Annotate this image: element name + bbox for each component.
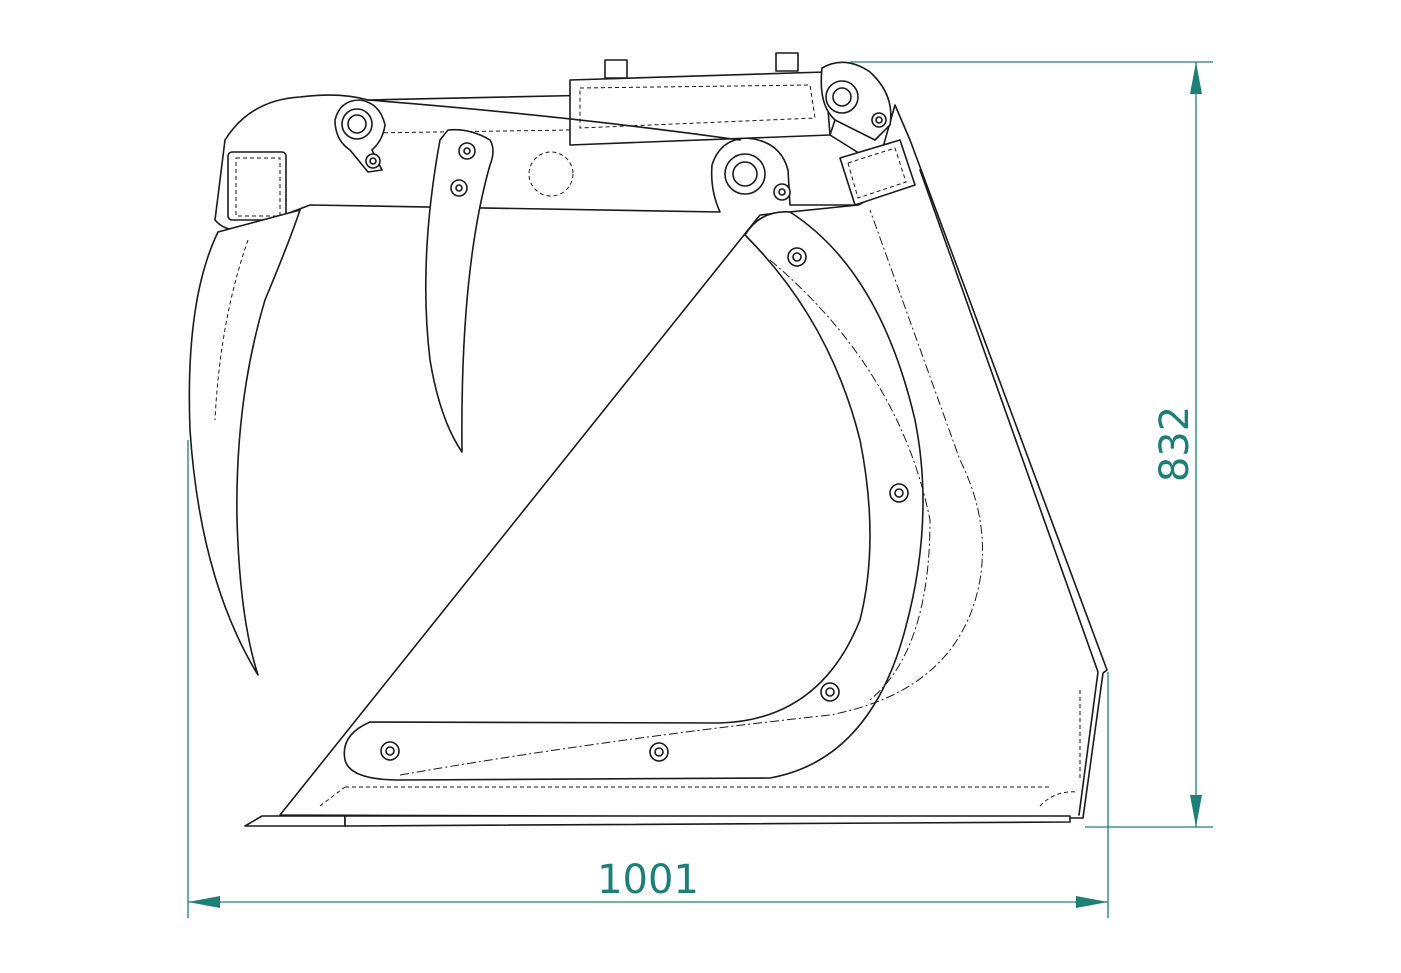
width-arrow-left xyxy=(188,896,220,908)
pins-and-bolts xyxy=(334,80,909,762)
height-arrow-bottom xyxy=(1190,795,1202,827)
height-arrow-top xyxy=(1190,62,1202,94)
height-dimension: 832 xyxy=(850,61,1213,828)
grapple-frame xyxy=(214,52,916,232)
width-label: 1001 xyxy=(597,857,699,903)
cutting-edge xyxy=(244,815,1071,827)
front-tine xyxy=(188,209,301,676)
width-dimension: 1001 xyxy=(187,440,1109,918)
width-arrow-right xyxy=(1076,896,1108,908)
height-label: 832 xyxy=(1152,406,1198,482)
middle-tine xyxy=(424,128,494,453)
side-arm xyxy=(343,209,983,781)
